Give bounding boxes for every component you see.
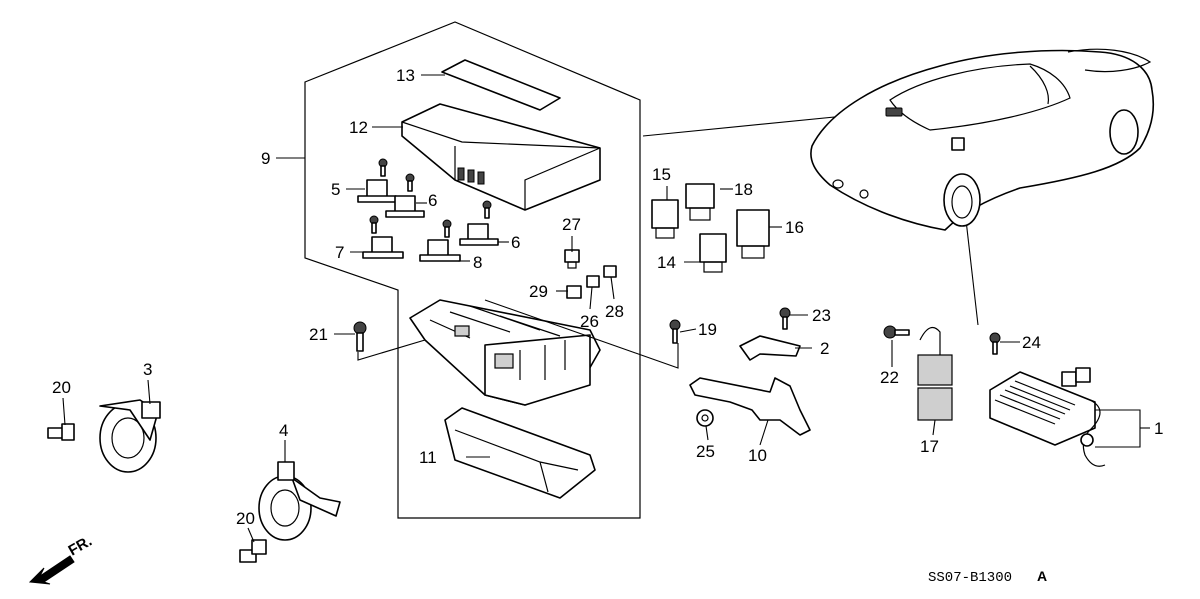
callout-4: 4: [279, 421, 288, 440]
callout-18: 18: [734, 180, 753, 199]
callout-23: 23: [812, 306, 831, 325]
callout-17: 17: [920, 437, 939, 456]
callout-8: 8: [473, 253, 482, 272]
bracket-2: [739, 307, 801, 361]
callout-26: 26: [580, 312, 599, 331]
callout-29: 29: [529, 282, 548, 301]
front-direction-arrow: [28, 555, 75, 585]
bolt-19: [669, 319, 681, 344]
relay-8: [419, 219, 461, 262]
fuse-box-assembly-outline: [304, 21, 641, 519]
relay-17: [917, 326, 953, 421]
relay-5: [357, 158, 397, 203]
label-sheet: [441, 59, 561, 111]
relay-18: [685, 183, 715, 221]
catalog-suffix: A: [1037, 568, 1047, 584]
control-module-1: [989, 367, 1106, 467]
callout-25: 25: [696, 442, 715, 461]
bracket-10: [689, 377, 811, 436]
callout-12: 12: [349, 118, 368, 137]
callout-27: 27: [562, 215, 581, 234]
callout-20a: 20: [52, 378, 71, 397]
car-illustration: [810, 48, 1155, 231]
front-direction-label: FR.: [66, 533, 95, 560]
relay-7: [362, 215, 404, 259]
horn-4: [258, 461, 341, 541]
callout-28: 28: [605, 302, 624, 321]
callout-13: 13: [396, 66, 415, 85]
callout-6a: 6: [428, 191, 437, 210]
relay-6b: [459, 200, 499, 246]
callout-22: 22: [880, 368, 899, 387]
callout-1: 1: [1154, 419, 1163, 438]
lower-cover: [444, 407, 596, 499]
relay-15: [651, 199, 679, 239]
fuse-box-cover: [401, 103, 601, 211]
callout-7: 7: [335, 243, 344, 262]
callout-6b: 6: [511, 233, 520, 252]
bolt-21: [353, 321, 367, 352]
catalog-code: SS07-B1300: [928, 570, 1012, 586]
callout-21: 21: [309, 325, 328, 344]
relay-16: [736, 209, 770, 259]
leader-lines: [62, 74, 1150, 543]
callout-10: 10: [748, 446, 767, 465]
bolt-22: [883, 325, 910, 339]
callout-3: 3: [143, 360, 152, 379]
callout-20b: 20: [236, 509, 255, 528]
bolt-20b: [239, 539, 267, 563]
callout-15: 15: [652, 165, 671, 184]
fuses: [564, 249, 617, 299]
nut-25: [696, 409, 714, 427]
callout-9: 9: [261, 149, 270, 168]
horn-3: [99, 399, 161, 473]
callout-16: 16: [785, 218, 804, 237]
callout-2: 2: [820, 339, 829, 358]
relay-6a: [385, 173, 425, 218]
callout-5: 5: [331, 180, 340, 199]
callout-19: 19: [698, 320, 717, 339]
bolt-20a: [47, 423, 75, 441]
callout-11: 11: [419, 448, 437, 467]
callout-24: 24: [1022, 333, 1041, 352]
relay-14: [699, 233, 727, 273]
bolt-24: [989, 332, 1001, 355]
fuse-box-body: [409, 299, 601, 406]
callout-14: 14: [657, 253, 676, 272]
